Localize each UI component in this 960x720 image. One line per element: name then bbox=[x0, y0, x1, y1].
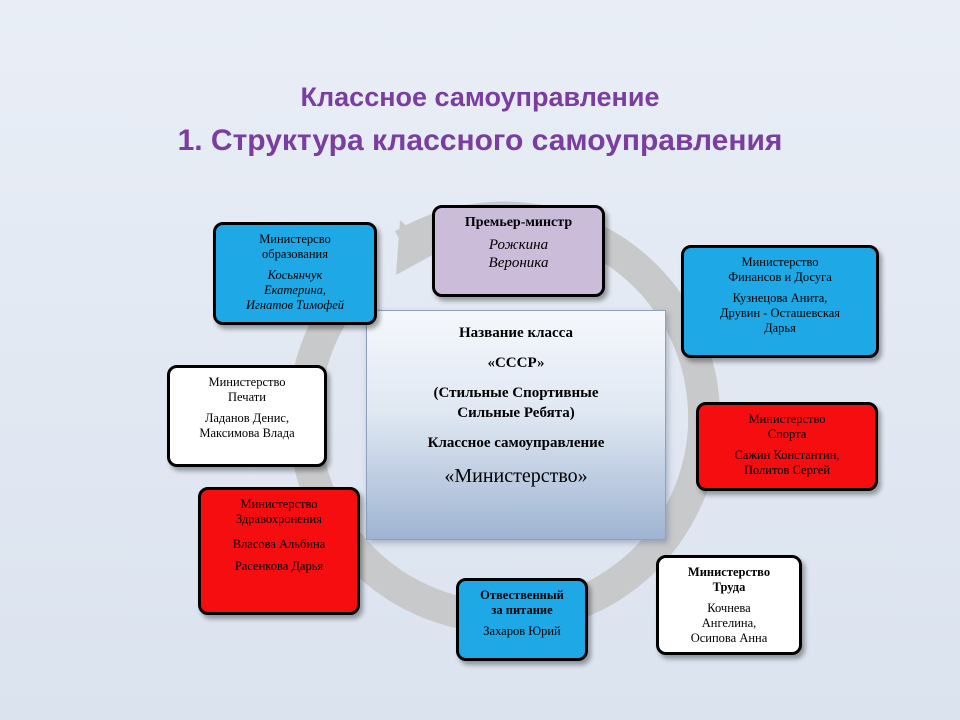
member-name: Расенкова Дарья bbox=[234, 559, 324, 573]
box-title-line: Министерство bbox=[208, 375, 286, 389]
class-name-value: «СССР» bbox=[487, 355, 545, 371]
member-name: Власова Альбина bbox=[232, 537, 326, 551]
member-name: Кочнева bbox=[707, 601, 751, 615]
premier-minister-box: Премьер-минстр Рожкина Вероника bbox=[432, 205, 605, 297]
member-name: Осипова Анна bbox=[690, 631, 768, 645]
slide-subtitle: 1. Структура классного самоуправления bbox=[177, 124, 783, 157]
box-members: Кочнева Ангелина, Осипова Анна bbox=[663, 601, 795, 646]
box-title-line: Труда bbox=[712, 580, 746, 594]
member-name: Екатерина, bbox=[263, 283, 327, 297]
member-name: Ангелина, bbox=[701, 616, 757, 630]
member-name: Ладанов Денис, bbox=[204, 411, 290, 425]
box-title: Министерство Труда bbox=[663, 565, 795, 595]
member-name: Максимова Влада bbox=[199, 426, 295, 440]
cycle-arrow-head bbox=[396, 220, 436, 275]
box-title: Отвественный за питание bbox=[463, 588, 581, 618]
class-name-decoding-1: (Стильные Спортивные bbox=[433, 385, 599, 401]
ministry-finance-box: Министерство Финансов и Досуга Кузнецова… bbox=[681, 245, 879, 358]
box-title: Премьер-минстр bbox=[464, 215, 573, 230]
box-title-line: Финансов и Досуга bbox=[728, 270, 832, 284]
box-title-line: за питание bbox=[491, 603, 553, 617]
ministry-labor-box: Министерство Труда Кочнева Ангелина, Оси… bbox=[656, 555, 802, 655]
member-name: Вероника bbox=[488, 255, 549, 271]
box-title-line: Отвественный bbox=[480, 588, 564, 602]
box-members: Сажин Константин, Политов Сергей bbox=[703, 448, 871, 478]
box-title-line: образования bbox=[262, 247, 328, 261]
box-members: Косьянчук Екатерина, Игнатов Тимофей bbox=[220, 268, 370, 313]
box-title-line: Министерство bbox=[240, 497, 318, 511]
member-name: Дарья bbox=[764, 321, 796, 335]
member-name: Друвин - Осташевская bbox=[719, 306, 841, 320]
box-members: Рожкина Вероника bbox=[439, 236, 598, 272]
member-name: Захаров Юрий bbox=[483, 624, 561, 638]
self-government-value: «Министерство» bbox=[444, 465, 588, 487]
box-title: Министерство Спорта bbox=[703, 412, 871, 442]
member-name: Рожкина bbox=[488, 237, 549, 253]
member-name: Сажин Константин, bbox=[734, 448, 840, 462]
class-name-label: Название класса bbox=[458, 325, 574, 341]
box-title-line: Министерсво bbox=[259, 232, 331, 246]
ministry-sport-box: Министерство Спорта Сажин Константин, По… bbox=[696, 402, 878, 491]
box-title: Министерство Здравохронения bbox=[205, 497, 353, 527]
class-name-decoding-2: Сильные Ребята) bbox=[457, 405, 575, 421]
ministry-press-box: Министерство Печати Ладанов Денис, Макси… bbox=[167, 365, 327, 467]
box-title: Министерсво образования bbox=[220, 232, 370, 262]
member-name: Политов Сергей bbox=[743, 463, 831, 477]
class-name-panel: Название класса «СССР» (Стильные Спортив… bbox=[366, 310, 666, 540]
slide-title: Классное самоуправление bbox=[300, 82, 660, 112]
self-government-label: Классное самоуправление bbox=[427, 435, 605, 451]
box-members: Власова Альбина Расенкова Дарья bbox=[205, 533, 353, 577]
box-members: Захаров Юрий bbox=[463, 624, 581, 639]
box-title-line: Печати bbox=[228, 390, 266, 404]
food-responsible-box: Отвественный за питание Захаров Юрий bbox=[456, 578, 588, 661]
box-title-line: Министерство bbox=[748, 412, 826, 426]
box-title: Министерство Финансов и Досуга bbox=[688, 255, 872, 285]
box-title-line: Здравохронения bbox=[236, 512, 322, 526]
box-title-line: Министерство bbox=[741, 255, 819, 269]
box-members: Кузнецова Анита, Друвин - Осташевская Да… bbox=[688, 291, 872, 336]
member-name: Игнатов Тимофей bbox=[246, 298, 344, 312]
box-title-line: Спорта bbox=[767, 427, 807, 441]
box-title: Министерство Печати bbox=[174, 375, 320, 405]
ministry-education-box: Министерсво образования Косьянчук Екатер… bbox=[213, 222, 377, 325]
box-title-line: Министерство bbox=[687, 565, 771, 579]
box-members: Ладанов Денис, Максимова Влада bbox=[174, 411, 320, 441]
ministry-health-box: Министерство Здравохронения Власова Альб… bbox=[198, 487, 360, 615]
member-name: Косьянчук bbox=[267, 268, 323, 282]
member-name: Кузнецова Анита, bbox=[732, 291, 828, 305]
